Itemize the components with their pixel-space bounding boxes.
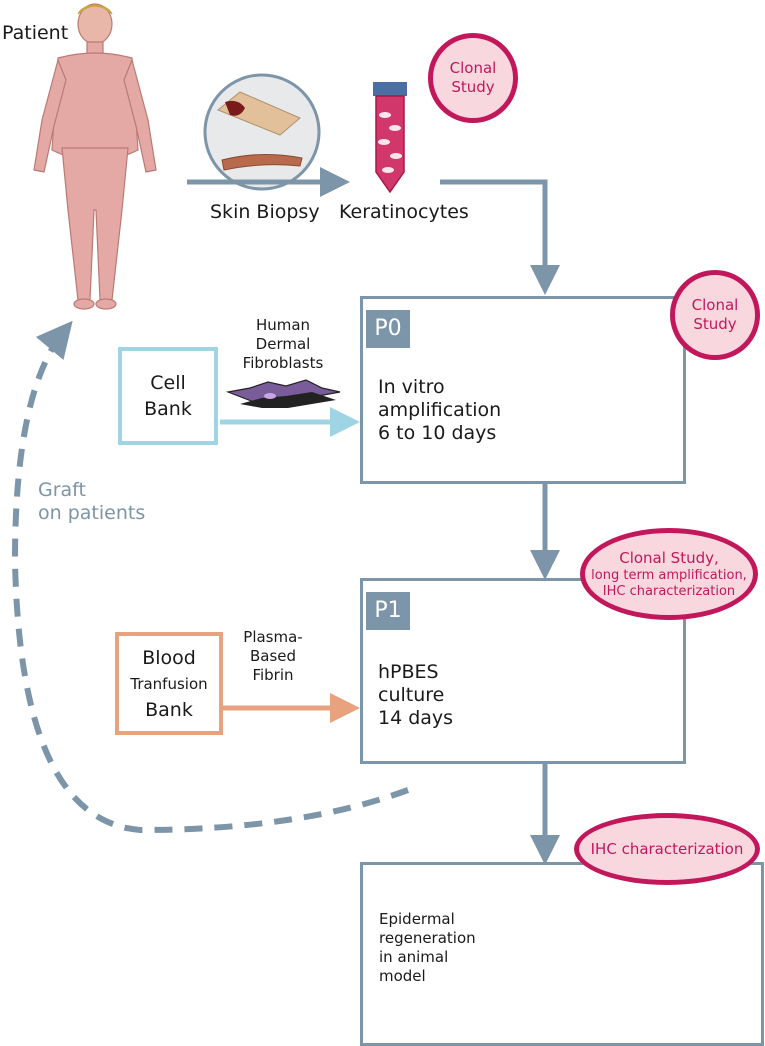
skin-biopsy-label: Skin Biopsy (210, 201, 320, 223)
cell-bank-line-2: Bank (144, 398, 192, 420)
p1-tag: P1 (366, 592, 410, 630)
patient-figure-icon (33, 3, 157, 310)
p0-line-3: 6 to 10 days (378, 422, 497, 444)
tube-icon (373, 82, 407, 194)
cell-bank-box: Cell Bank (118, 347, 218, 445)
animal-text: Epidermal regeneration in animal model (379, 910, 476, 986)
p1-line-3: 14 days (378, 707, 454, 729)
p0-text: In vitro amplification 6 to 10 days (378, 376, 501, 445)
fibrin-label: Plasma- Based Fibrin (228, 628, 318, 685)
patient-label: Patient (2, 22, 69, 44)
cell-bank-line-1: Cell (150, 372, 186, 394)
p0-box (360, 296, 686, 484)
animal-line-3: in animal (379, 948, 449, 966)
oval-1-line-1: Clonal (449, 59, 497, 77)
oval-2-line-2: Study (693, 315, 737, 333)
fibroblast-label: Human Dermal Fibroblasts (238, 316, 328, 373)
p1-text: hPBES culture 14 days (378, 661, 453, 730)
skin-biopsy-icon (203, 73, 321, 191)
oval-3-line-3: IHC characterization (602, 583, 736, 599)
ihc-oval-text: IHC characterization (590, 840, 744, 858)
blood-bank-line-3: Bank (145, 698, 193, 721)
clonal-study-oval-3: Clonal Study, long term amplification, I… (580, 528, 758, 620)
p0-tag: P0 (366, 310, 410, 348)
blood-bank-box: Blood Tranfusion Bank (115, 632, 223, 735)
graft-line-1: Graft (38, 479, 86, 501)
animal-line-4: model (379, 967, 426, 985)
p1-line-1: hPBES (378, 661, 439, 683)
fibrin-line-3: Fibrin (252, 666, 294, 684)
blood-bank-line-1: Blood (142, 646, 196, 669)
fibrin-line-1: Plasma- (243, 628, 303, 646)
p0-line-2: amplification (378, 399, 502, 421)
oval-3-line-2: long term amplification, (591, 567, 747, 583)
animal-line-1: Epidermal (379, 910, 455, 928)
p0-line-1: In vitro (378, 376, 445, 398)
keratinocytes-label: Keratinocytes (339, 201, 469, 223)
ihc-oval: IHC characterization (574, 813, 760, 885)
oval-3-line-1: Clonal Study, (619, 548, 719, 567)
clonal-study-oval-2: Clonal Study (670, 270, 760, 360)
oval-2-line-1: Clonal (691, 296, 739, 314)
fibroblast-icon (225, 379, 341, 408)
fibroblast-line-1: Human (255, 316, 311, 334)
graft-line-2: on patients (38, 502, 146, 524)
clonal-study-oval-1: Clonal Study (428, 33, 518, 123)
p1-line-2: culture (378, 684, 445, 706)
oval-1-line-2: Study (451, 78, 495, 96)
fibroblast-line-2: Dermal (255, 335, 311, 353)
graft-label: Graft on patients (38, 479, 145, 525)
fibroblast-line-3: Fibroblasts (242, 354, 324, 372)
blood-bank-line-2: Tranfusion (130, 674, 208, 693)
animal-line-2: regeneration (379, 929, 476, 947)
fibrin-line-2: Based (249, 647, 297, 665)
